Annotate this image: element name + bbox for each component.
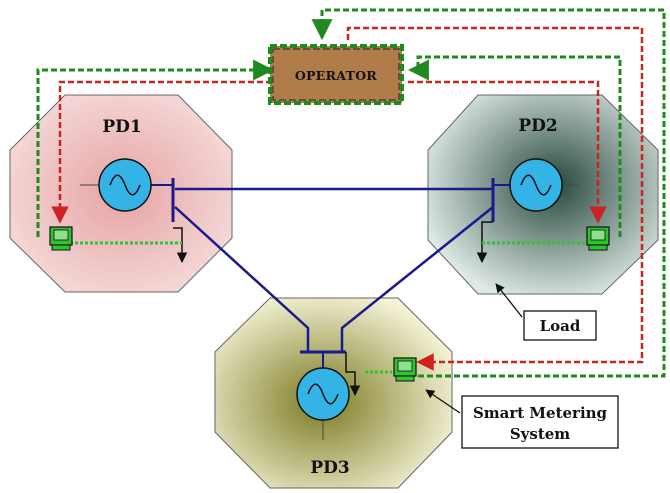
link-pd1-red: [51, 80, 272, 224]
load-arrow-icon: [345, 352, 361, 397]
line-pd2-pd3: [340, 206, 494, 352]
smart-meter-icon: [586, 226, 610, 251]
region-label-pd1: PD1: [102, 117, 141, 137]
load-callout-label: Load: [540, 317, 581, 335]
smart-metering-callout-line2: System: [510, 425, 570, 443]
smart-metering-callout: Smart Metering System: [425, 389, 619, 449]
link-pd2-green: [407, 55, 622, 237]
link-pd1-green: [36, 59, 275, 237]
generator-pd2: [493, 158, 578, 212]
link-pd2-red: [408, 80, 607, 224]
line-pd1-pd3: [174, 206, 310, 352]
loads: [173, 221, 493, 397]
generator-pd3: [296, 352, 350, 440]
metering-links: [70, 241, 585, 374]
region-label-pd3: PD3: [310, 458, 349, 478]
smart-meter-icon: [393, 357, 417, 382]
load-arrow-icon: [173, 227, 188, 264]
region-label-pd2: PD2: [518, 116, 557, 136]
operator-box: OPERATOR: [268, 44, 404, 105]
transmission-network: [174, 187, 494, 352]
generator-pd1: [80, 158, 173, 212]
load-callout: Load: [495, 283, 597, 341]
communication-links: [36, 8, 666, 378]
load-arrow-icon: [476, 221, 493, 264]
link-pd3-green: [311, 8, 666, 378]
smart-metering-callout-line1: Smart Metering: [473, 404, 608, 422]
operator-label: OPERATOR: [295, 68, 378, 83]
link-pd3-red: [346, 26, 644, 371]
smart-meter-icon: [49, 226, 73, 251]
